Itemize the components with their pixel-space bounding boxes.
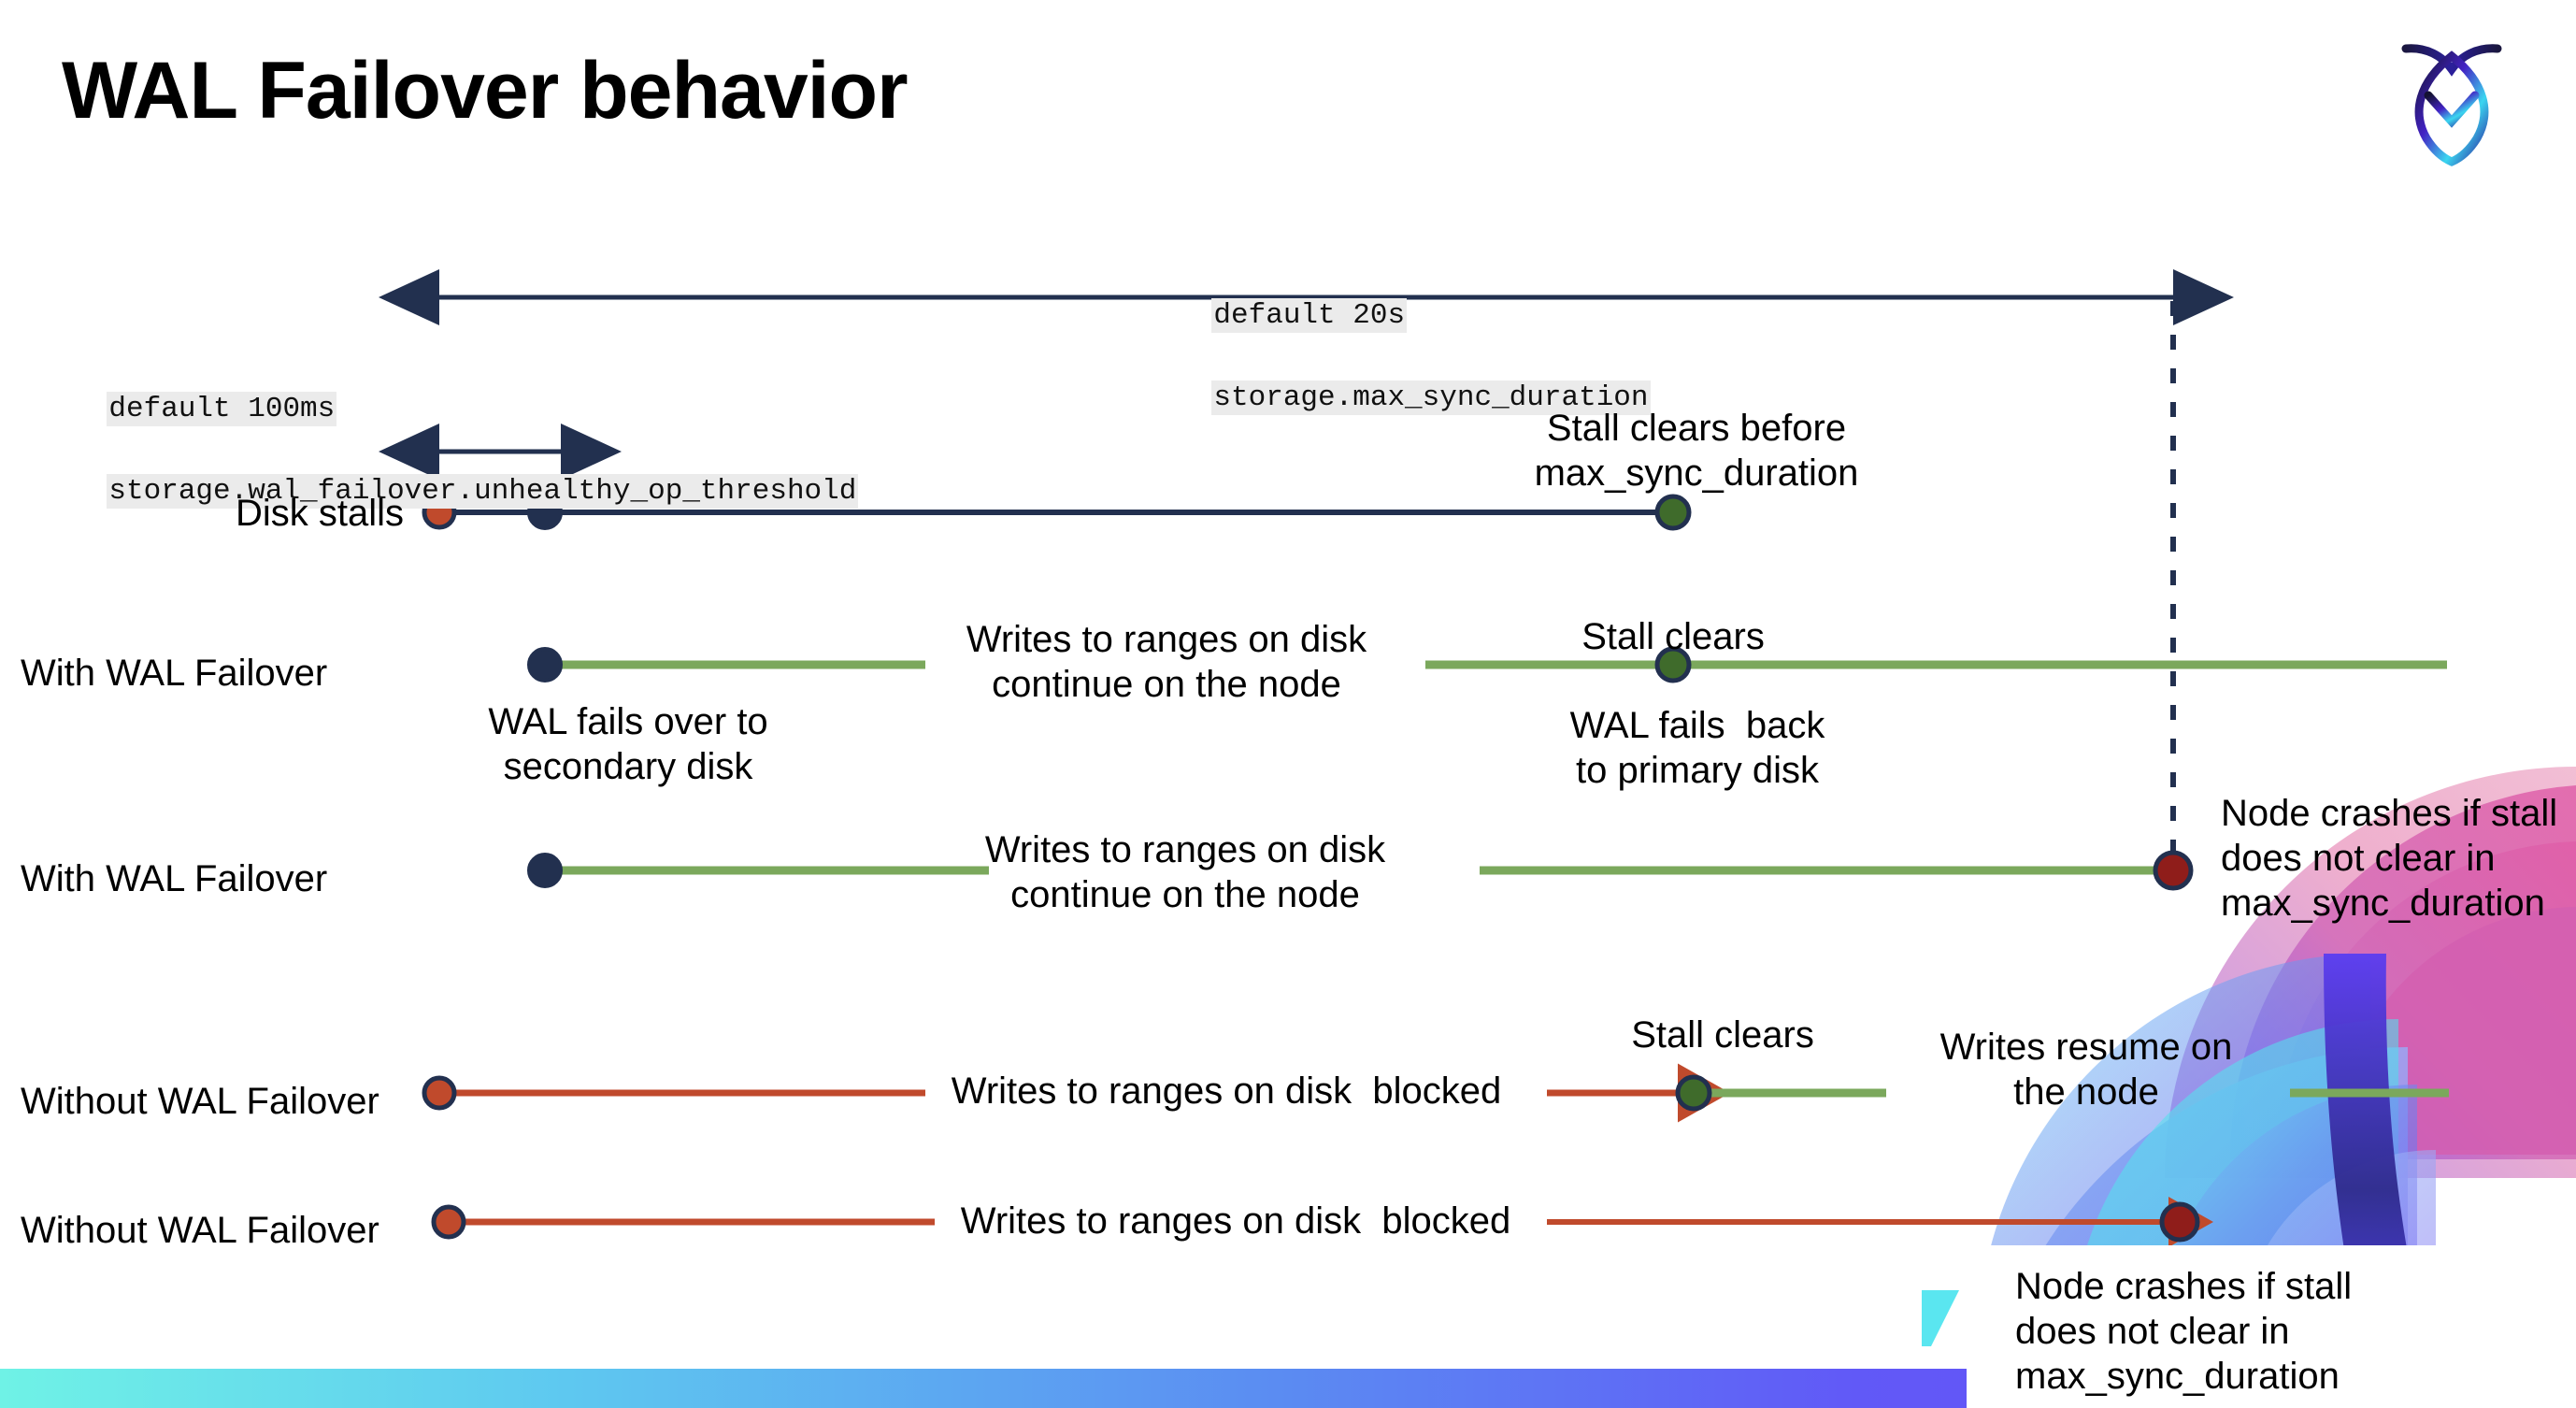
note-stall-clears-before-max: Stall clears before max_sync_duration xyxy=(1534,408,1859,494)
row-label-with-wal-failover-2: With WAL Failover xyxy=(21,858,328,899)
annotation-max-sync-default: default 20s xyxy=(1211,298,1408,333)
row-without-wal-failover-1-track xyxy=(422,1063,2449,1123)
note-wal-fails-back: WAL fails back to primary disk xyxy=(1569,705,1825,791)
note-writes-continue-1: Writes to ranges on disk continue on the… xyxy=(966,619,1367,705)
cockroachdb-logo-icon xyxy=(2391,28,2512,168)
row-label-without-wal-failover-1: Without WAL Failover xyxy=(21,1081,379,1122)
note-stall-clears-2: Stall clears xyxy=(1631,1014,1814,1056)
row-with-wal-failover-2-track xyxy=(527,850,2194,891)
note-wal-fails-over: WAL fails over to secondary disk xyxy=(488,701,768,787)
marker-node-crash-2 xyxy=(2159,1201,2200,1243)
node-crash-callout-box xyxy=(1967,1245,2576,1408)
row-label-without-wal-failover-2: Without WAL Failover xyxy=(21,1210,379,1251)
note-node-crashes-2: Node crashes if stall does not clear in … xyxy=(2015,1266,2353,1397)
note-writes-blocked-2: Writes to ranges on disk blocked xyxy=(960,1200,1511,1242)
marker-node-crash-1 xyxy=(2153,850,2194,891)
marker-stall-clears-green-1 xyxy=(1654,646,1692,683)
note-writes-blocked-1: Writes to ranges on disk blocked xyxy=(951,1070,1502,1112)
annotation-unhealthy-op-threshold: default 100ms storage.wal_failover.unhea… xyxy=(37,348,859,553)
note-writes-resume: Writes resume on the node xyxy=(1939,1027,2233,1113)
note-writes-continue-2: Writes to ranges on disk continue on the… xyxy=(984,829,1386,915)
annotation-unhealthy-default: default 100ms xyxy=(107,392,337,426)
row-label-with-wal-failover-1: With WAL Failover xyxy=(21,653,328,694)
note-node-crashes-1: Node crashes if stall does not clear in … xyxy=(2221,793,2558,924)
marker-stall-start-4 xyxy=(431,1204,466,1240)
marker-wal-failover-start-2 xyxy=(527,853,563,888)
marker-stall-clears-green-2 xyxy=(1675,1074,1712,1112)
page-title: WAL Failover behavior xyxy=(62,46,909,136)
row-with-wal-failover-1-track xyxy=(527,646,2447,683)
annotation-max-sync-duration: default 20s storage.max_sync_duration xyxy=(1142,254,1651,460)
note-stall-clears-1: Stall clears xyxy=(1581,616,1765,657)
marker-stall-start-3 xyxy=(422,1075,457,1111)
marker-stall-clears-green xyxy=(1654,494,1692,531)
marker-wal-failover-start-1 xyxy=(527,647,563,682)
annotation-unhealthy-setting: storage.wal_failover.unhealthy_op_thresh… xyxy=(107,474,859,509)
row-label-disk-stalls: Disk stalls xyxy=(235,493,404,534)
row-without-wal-failover-2-track xyxy=(431,1197,2213,1247)
annotation-max-sync-setting: storage.max_sync_duration xyxy=(1211,381,1651,415)
